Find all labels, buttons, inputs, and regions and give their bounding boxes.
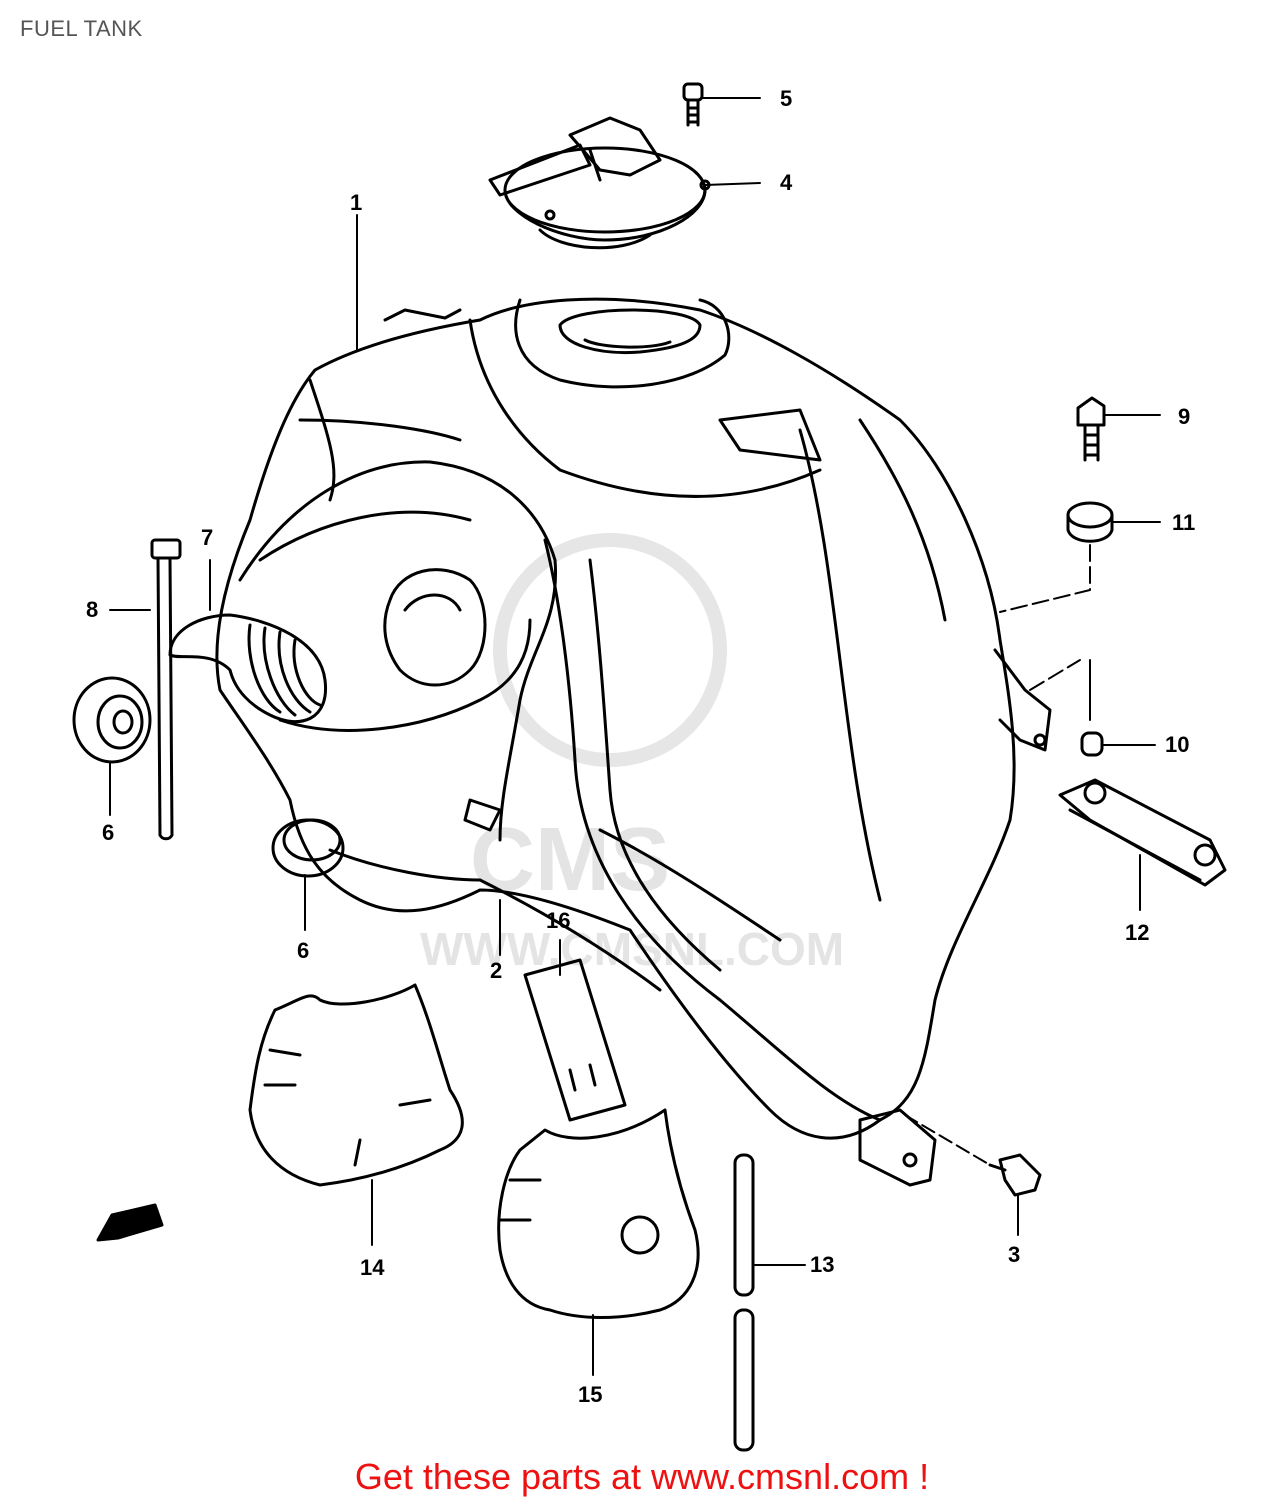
part-label-4: 4: [780, 170, 793, 195]
part-label-9: 9: [1178, 404, 1190, 429]
part-label-16: 16: [546, 908, 570, 933]
part-labels: 1 2 3 4 5 6 6 7 8 9 10 11 12 13 14 15 16: [86, 86, 1195, 1407]
spacer-10: [1080, 731, 1104, 757]
part-label-6-middle: 6: [297, 938, 309, 963]
diagram-title: FUEL TANK: [20, 16, 143, 41]
part-label-5: 5: [780, 86, 792, 111]
part-label-10: 10: [1165, 732, 1189, 757]
part-label-7: 7: [201, 525, 213, 550]
part-label-1: 1: [350, 190, 362, 215]
sheet-16: [523, 958, 627, 1122]
bolt-3: [988, 1153, 1042, 1197]
part-label-8: 8: [86, 597, 98, 622]
cushion-11: [1066, 501, 1114, 543]
cushion-6-left: [72, 676, 152, 764]
part-label-3: 3: [1008, 1242, 1020, 1267]
sheet-15: [497, 1108, 700, 1319]
part-label-14: 14: [360, 1255, 385, 1280]
hose-7: [168, 613, 328, 724]
fuel-tank-body: [215, 297, 1052, 1187]
part-label-2: 2: [490, 958, 502, 983]
hose-13: [733, 1153, 755, 1452]
bolt-5: [682, 82, 704, 127]
strap-8: [150, 538, 182, 841]
leader-lines: [109, 97, 1161, 1376]
fuel-cap-assembly: [488, 116, 711, 250]
cushion-6-middle: [271, 818, 345, 878]
part-label-13: 13: [810, 1252, 834, 1277]
part-label-11: 11: [1172, 510, 1195, 535]
footer-link[interactable]: Get these parts at www.cmsnl.com !: [354, 1456, 930, 1497]
bracket-12: [1058, 778, 1227, 887]
bolt-9: [1076, 396, 1106, 462]
forward-arrow: [96, 1203, 164, 1242]
part-label-12: 12: [1125, 920, 1149, 945]
part-label-15: 15: [578, 1382, 602, 1407]
sheet-14: [248, 983, 464, 1187]
part-label-6-left: 6: [102, 820, 114, 845]
